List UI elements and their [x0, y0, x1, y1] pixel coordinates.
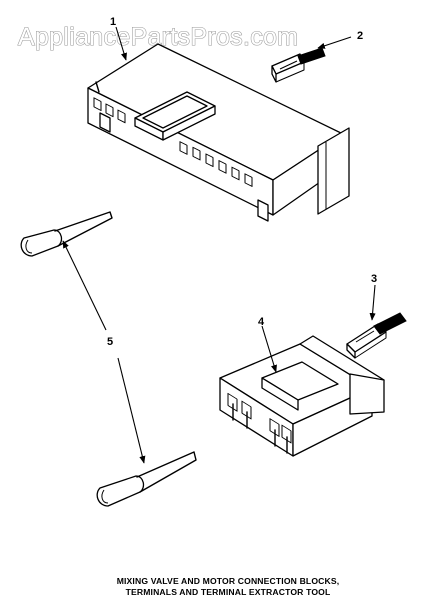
terminal-part-3 [346, 312, 407, 359]
terminal-part-2 [271, 47, 326, 83]
callout-3: 3 [371, 273, 377, 285]
leader-lines [62, 26, 376, 464]
watermark-text: AppliancePartsPros.com [18, 23, 298, 51]
callout-1: 1 [110, 16, 116, 28]
caption-line-2: TERMINALS AND TERMINAL EXTRACTOR TOOL [126, 587, 331, 597]
callout-2: 2 [357, 30, 363, 42]
extractor-tool-upper [20, 211, 113, 257]
connection-block-part-4 [219, 335, 385, 457]
connection-block-part-1 [87, 43, 350, 222]
caption-line-1: MIXING VALVE AND MOTOR CONNECTION BLOCKS… [117, 576, 340, 586]
callout-5: 5 [107, 336, 113, 348]
callout-4: 4 [258, 316, 265, 328]
extractor-tool-lower [96, 451, 197, 507]
